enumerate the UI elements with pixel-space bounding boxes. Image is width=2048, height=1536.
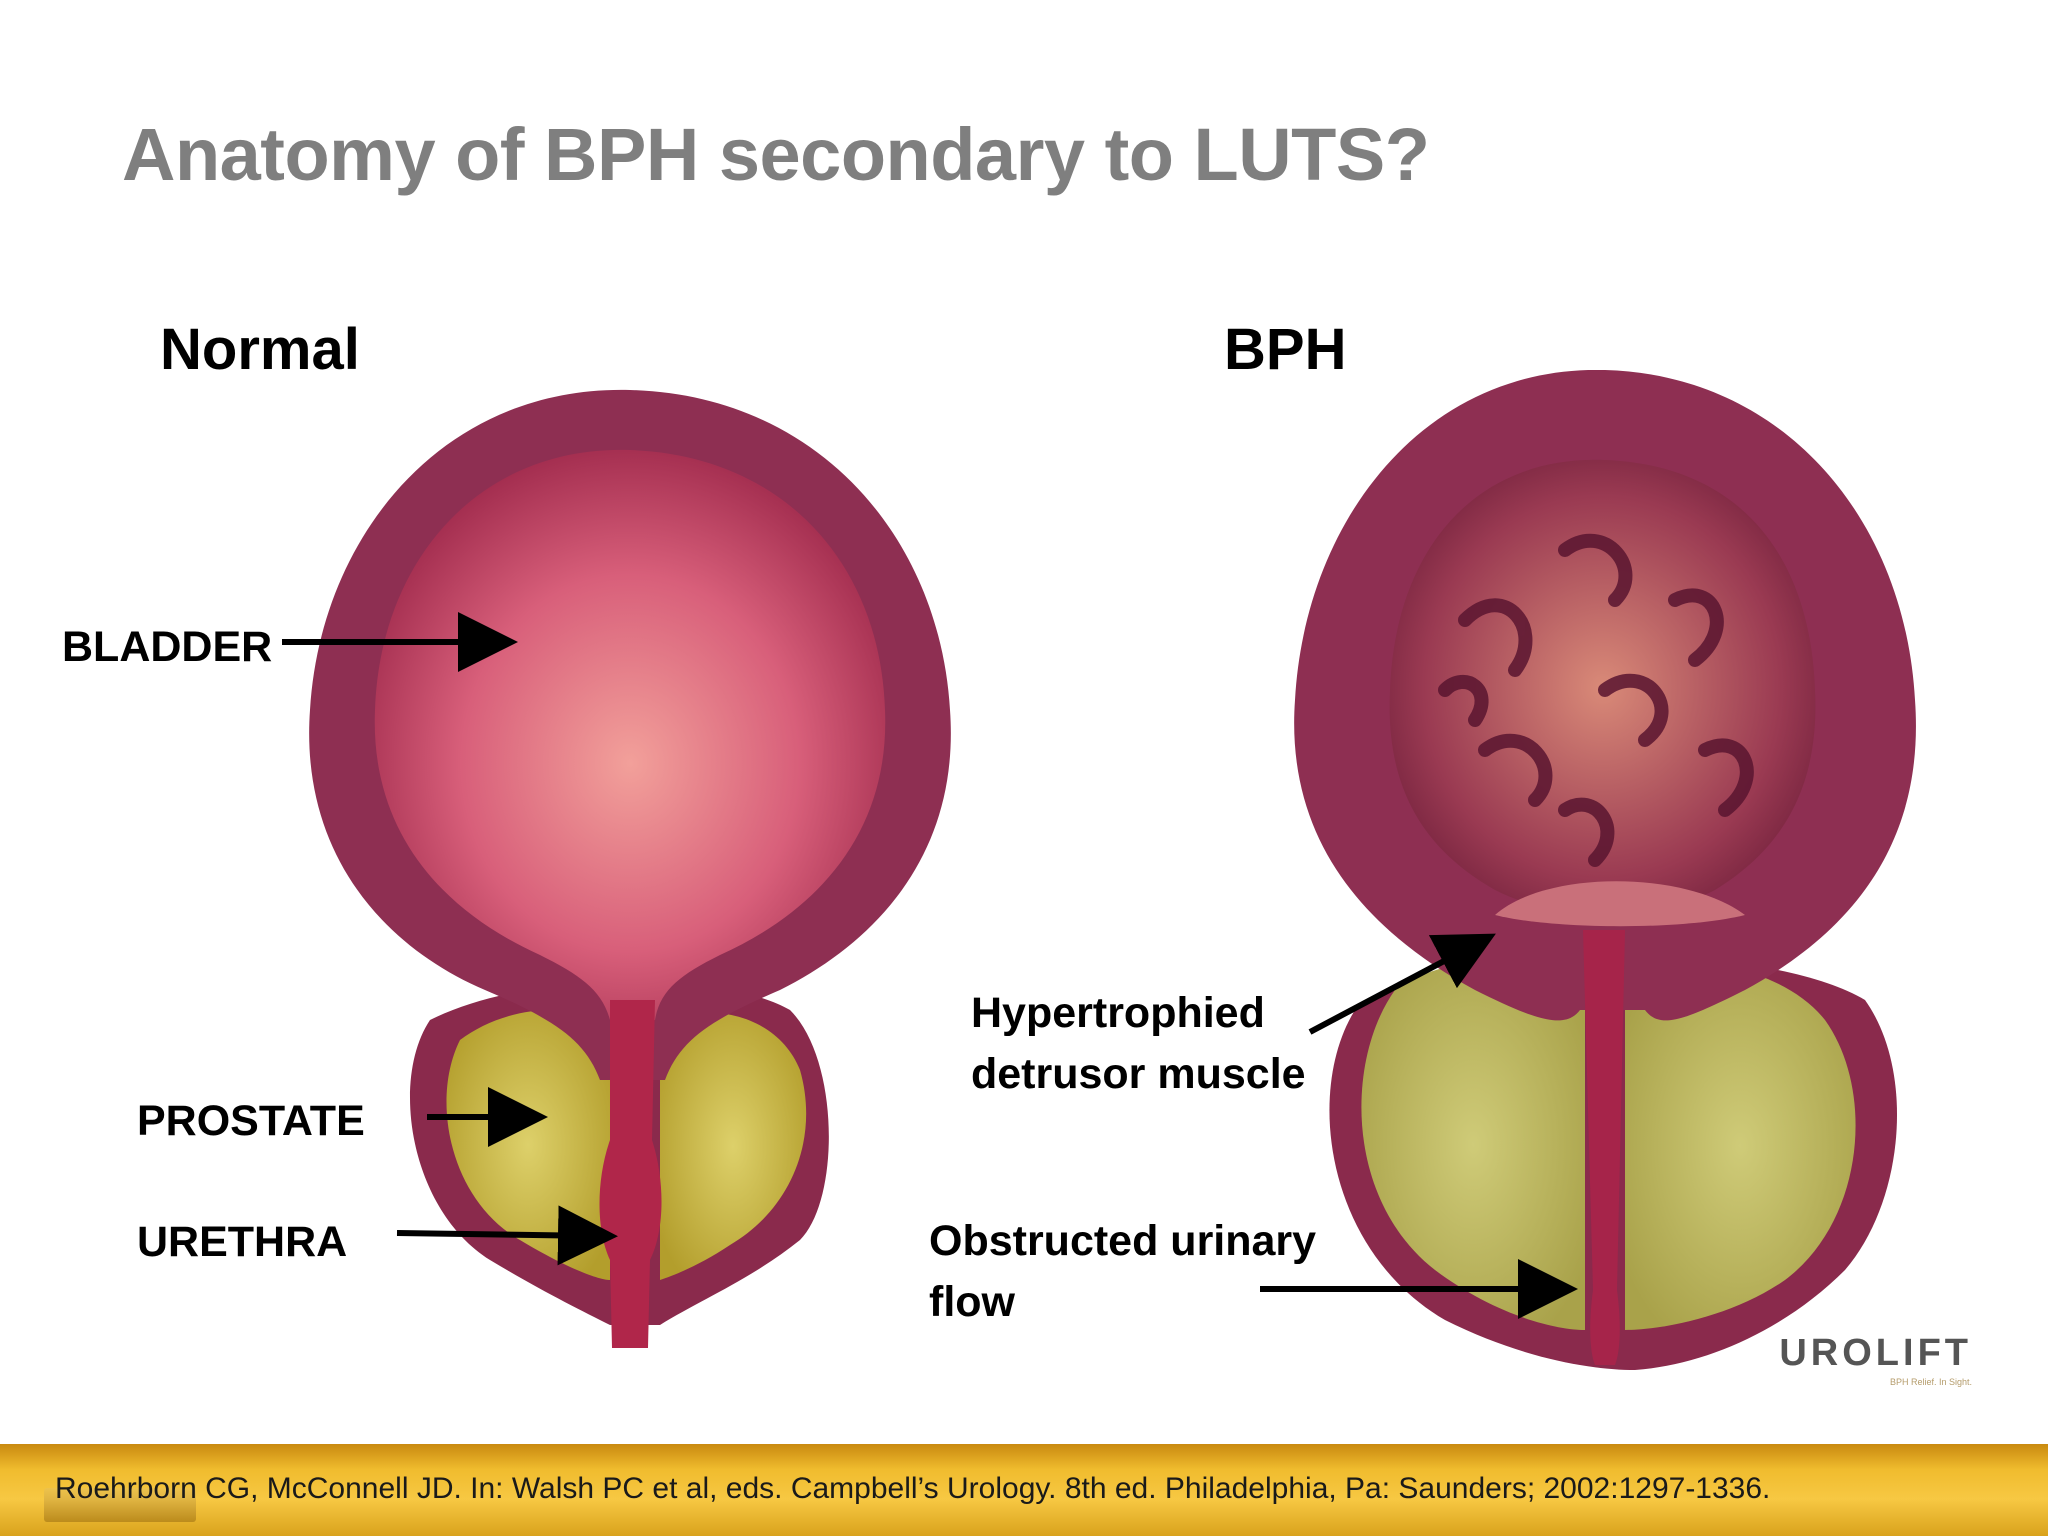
bph-detrusor-bulge bbox=[1495, 881, 1745, 927]
normal-anatomy-illustration bbox=[309, 389, 951, 1348]
bph-anatomy-illustration bbox=[1294, 370, 1916, 1370]
arrow-detrusor bbox=[1308, 933, 1496, 1035]
footer-brand-mark bbox=[44, 1488, 196, 1522]
label-detrusor-line1: Hypertrophied bbox=[971, 989, 1265, 1037]
normal-prostate-right-lobe bbox=[660, 1012, 807, 1280]
label-urethra: URETHRA bbox=[137, 1218, 348, 1266]
arrow-urethra bbox=[396, 1205, 618, 1266]
slide-title: Anatomy of BPH secondary to LUTS? bbox=[122, 113, 1430, 196]
bph-prostate-right-lobe bbox=[1625, 962, 1856, 1330]
heading-bph: BPH bbox=[1224, 317, 1347, 382]
heading-normal: Normal bbox=[160, 317, 360, 382]
urolift-logo: UROLIFT BPH Relief. In Sight. bbox=[1772, 1332, 1972, 1398]
bph-urethra bbox=[1583, 930, 1625, 1365]
label-prostate: PROSTATE bbox=[137, 1097, 365, 1145]
citation: Roehrborn CG, McConnell JD. In: Walsh PC… bbox=[55, 1472, 1771, 1505]
label-detrusor-line2: detrusor muscle bbox=[971, 1050, 1306, 1098]
normal-bladder-lumen bbox=[374, 449, 886, 1020]
logo-wordmark: UROLIFT bbox=[1779, 1332, 1972, 1374]
label-flow-line1: Obstructed urinary bbox=[929, 1217, 1317, 1265]
logo-tagline: BPH Relief. In Sight. bbox=[1889, 1377, 1972, 1387]
bph-trabeculation bbox=[1438, 533, 1754, 867]
label-bladder: BLADDER bbox=[62, 623, 273, 671]
label-flow-line2: flow bbox=[929, 1278, 1015, 1326]
bph-prostate-left-lobe bbox=[1361, 959, 1585, 1330]
footer-bar: Roehrborn CG, McConnell JD. In: Walsh PC… bbox=[0, 1444, 2048, 1536]
